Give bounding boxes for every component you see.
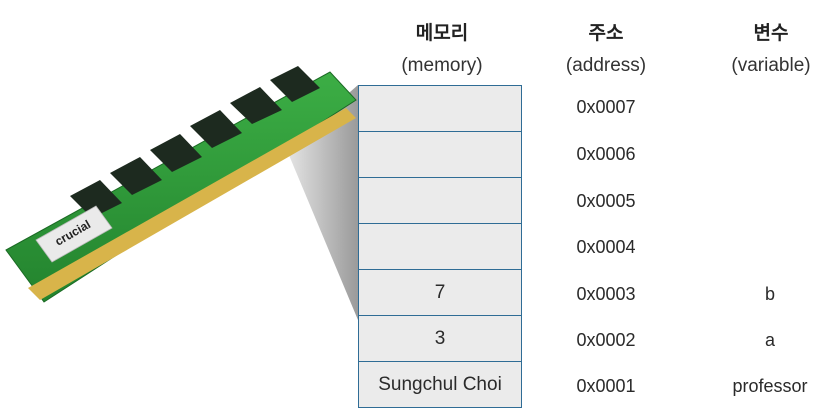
memory-header: 메모리 (memory) xyxy=(357,18,527,77)
memory-cell xyxy=(359,224,521,270)
memory-cell: 3 xyxy=(359,316,521,362)
variable-label: b xyxy=(764,284,775,304)
address-label: 0x0007 xyxy=(576,97,636,117)
variable-label: professor xyxy=(732,376,808,396)
memory-cell xyxy=(359,132,521,178)
address-header-en: (address) xyxy=(565,55,647,76)
address-label: 0x0006 xyxy=(576,144,636,164)
variable-header-ko: 변수 xyxy=(753,22,789,44)
address-label: 0x0004 xyxy=(576,237,636,257)
address-label: 0x0005 xyxy=(576,191,636,211)
ram-stick: crucial xyxy=(5,66,357,303)
address-label: 0x0002 xyxy=(576,330,636,350)
variable-label: a xyxy=(764,330,775,350)
memory-cell xyxy=(359,86,521,132)
address-header: 주소 (address) xyxy=(521,18,691,77)
address-header-ko: 주소 xyxy=(588,22,624,44)
ram-label-sticker xyxy=(35,205,113,263)
ram-gold-contacts xyxy=(28,108,356,300)
memory-header-ko: 메모리 xyxy=(415,22,469,44)
memory-cell: 7 xyxy=(359,270,521,316)
address-label: 0x0003 xyxy=(576,284,636,304)
memory-cell xyxy=(359,178,521,224)
memory-table: 7 3 Sungchul Choi xyxy=(358,85,522,408)
memory-cell: Sungchul Choi xyxy=(359,362,521,407)
variable-header: 변수 (variable) xyxy=(686,18,826,77)
ram-chips xyxy=(70,66,320,218)
address-label: 0x0001 xyxy=(576,376,636,396)
variable-header-en: (variable) xyxy=(731,55,811,76)
memory-header-en: (memory) xyxy=(401,55,483,76)
